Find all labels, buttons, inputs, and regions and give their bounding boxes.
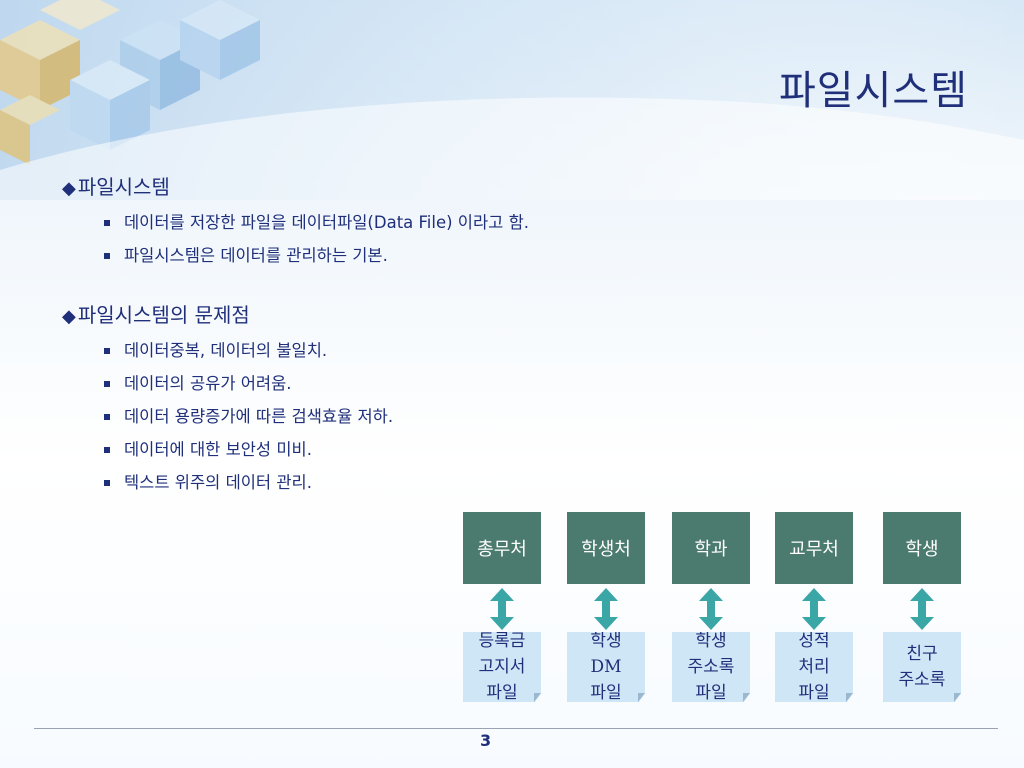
page-fold-icon (534, 693, 541, 702)
file-document-box: 등록금 고지서 파일 (463, 632, 541, 702)
bullet-item: 데이터를 저장한 파일을 데이터파일(Data File) 이라고 함. (62, 206, 762, 239)
department-box: 교무처 (775, 512, 853, 584)
square-bullet-icon (104, 348, 110, 354)
file-label-line: 학생 (695, 631, 727, 651)
square-bullet-icon (104, 447, 110, 453)
file-document-box: 학생 주소록 파일 (672, 632, 750, 702)
file-label-line: 파일 (590, 683, 622, 703)
diagram-column: 학과 학생 주소록 파일 (672, 512, 750, 702)
file-label-line: 성적 (798, 631, 830, 651)
square-bullet-icon (104, 220, 110, 226)
slide-title: 파일시스템 (779, 68, 968, 114)
department-box: 총무처 (463, 512, 541, 584)
double-arrow-icon (802, 588, 826, 630)
diamond-bullet-icon: ◆ (62, 178, 76, 199)
file-document-box: 학생 DM 파일 (567, 632, 645, 702)
bullet-item: 데이터중복, 데이터의 불일치. (62, 334, 762, 367)
file-label-line: 주소록 (898, 670, 946, 690)
section-heading: ◆파일시스템 (62, 175, 170, 199)
footer-divider (34, 728, 998, 729)
square-bullet-icon (104, 414, 110, 420)
file-label-line: 파일 (798, 683, 830, 703)
section-filesystem: ◆파일시스템 데이터를 저장한 파일을 데이터파일(Data File) 이라고… (62, 170, 762, 272)
file-label-line: 파일 (486, 683, 518, 703)
department-box: 학생처 (567, 512, 645, 584)
square-bullet-icon (104, 381, 110, 387)
file-label-line: 학생 (590, 631, 622, 651)
diagram-column: 교무처 성적 처리 파일 (775, 512, 853, 702)
bullet-item: 데이터에 대한 보안성 미비. (62, 433, 762, 466)
file-label-line: 파일 (695, 683, 727, 703)
double-arrow-icon (594, 588, 618, 630)
double-arrow-icon (490, 588, 514, 630)
file-label-line: 주소록 (687, 657, 735, 677)
section-heading: ◆파일시스템의 문제점 (62, 303, 250, 327)
file-document-box: 친구 주소록 (883, 632, 961, 702)
double-arrow-icon (699, 588, 723, 630)
double-arrow-icon (910, 588, 934, 630)
bullet-item: 파일시스템은 데이터를 관리하는 기본. (62, 239, 762, 272)
slide-content: ◆파일시스템 데이터를 저장한 파일을 데이터파일(Data File) 이라고… (62, 170, 762, 525)
file-document-box: 성적 처리 파일 (775, 632, 853, 702)
bullet-item: 데이터 용량증가에 따른 검색효율 저하. (62, 400, 762, 433)
department-file-diagram: 총무처 등록금 고지서 파일 학생처 학생 DM 파일 학과 학생 주소록 (463, 512, 983, 712)
diamond-bullet-icon: ◆ (62, 306, 76, 327)
page-fold-icon (846, 693, 853, 702)
file-label-line: 고지서 (478, 657, 526, 677)
department-box: 학생 (883, 512, 961, 584)
file-label-line: 처리 (798, 657, 830, 677)
page-fold-icon (743, 693, 750, 702)
page-fold-icon (638, 693, 645, 702)
page-fold-icon (954, 693, 961, 702)
file-label-line: DM (590, 657, 622, 677)
bullet-item: 텍스트 위주의 데이터 관리. (62, 466, 762, 499)
diagram-column: 학생처 학생 DM 파일 (567, 512, 645, 702)
background-cubes-decoration (0, 0, 1024, 200)
department-box: 학과 (672, 512, 750, 584)
file-label-line: 등록금 (478, 631, 526, 651)
square-bullet-icon (104, 480, 110, 486)
section-problems: ◆파일시스템의 문제점 데이터중복, 데이터의 불일치. 데이터의 공유가 어려… (62, 298, 762, 499)
diagram-column: 총무처 등록금 고지서 파일 (463, 512, 541, 702)
page-number: 3 (480, 731, 492, 750)
diagram-column: 학생 친구 주소록 (883, 512, 961, 702)
square-bullet-icon (104, 253, 110, 259)
bullet-item: 데이터의 공유가 어려움. (62, 367, 762, 400)
file-label-line: 친구 (906, 644, 938, 664)
